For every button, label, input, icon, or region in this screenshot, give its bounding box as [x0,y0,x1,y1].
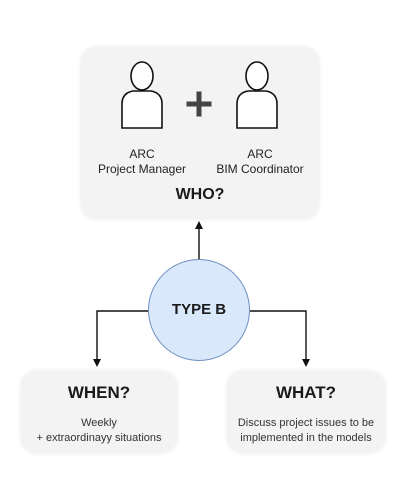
person-org-text: ARC [129,147,155,161]
bim-coordinator-label: ARC BIM Coordinator [208,147,312,177]
when-box [22,372,176,452]
person-org-text: ARC [247,147,273,161]
person-role-text: BIM Coordinator [216,162,304,176]
what-line: Discuss project issues to be [237,417,375,429]
project-manager-label: ARC Project Manager [96,147,188,177]
who-title: WHO? [175,186,225,203]
when-title: WHEN? [67,383,131,402]
what-description: Discuss project issues to be implemented… [228,416,384,446]
what-title: WHAT? [275,383,337,402]
when-description: Weekly + extraordinayy situations [22,416,176,446]
person-role-text: Project Manager [97,162,187,176]
what-line: implemented in the models [240,432,372,444]
type-b-label: TYPE B [171,301,227,318]
arrow-down-icon [250,310,310,367]
person-icon [236,61,278,129]
type-b-node [148,259,250,361]
who-box [82,48,318,218]
plus-icon [186,91,212,117]
person-icon [121,61,163,129]
when-line: + extraordinayy situations [36,432,162,444]
when-line: Weekly [81,417,117,429]
what-box [228,372,384,452]
arrow-down-icon [93,310,148,367]
